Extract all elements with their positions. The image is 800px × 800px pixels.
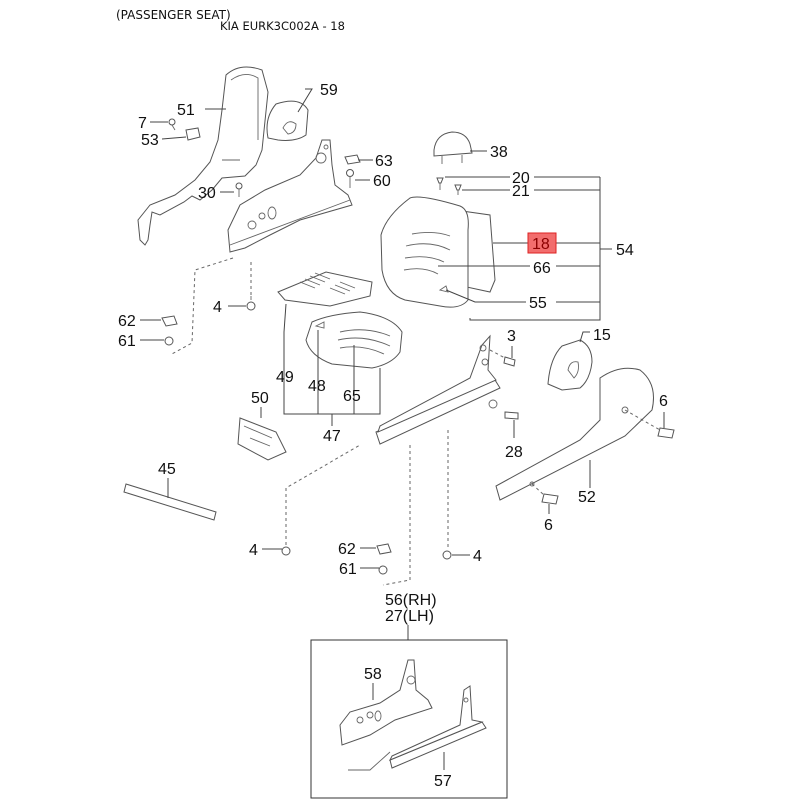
callout-60[interactable]: 60 [373, 173, 391, 190]
part-15-shape [547, 339, 593, 391]
callout-48[interactable]: 48 [308, 378, 326, 395]
part-52-shape [495, 367, 654, 501]
callout-6-bottom[interactable]: 6 [544, 517, 553, 534]
part-6b-shape [541, 493, 559, 505]
part-62b-shape [376, 543, 392, 555]
callout-62-upper[interactable]: 62 [118, 313, 136, 330]
part-30-shape [235, 182, 243, 197]
part-4c-shape [442, 550, 452, 560]
callout-4-upper[interactable]: 4 [213, 299, 222, 316]
callout-58[interactable]: 58 [364, 666, 382, 683]
part-38-shape [433, 131, 473, 164]
dashed-connectors [169, 257, 661, 586]
callout-66[interactable]: 66 [533, 260, 551, 277]
callout-53[interactable]: 53 [141, 132, 159, 149]
part-60-shape [346, 169, 354, 188]
callout-54[interactable]: 54 [616, 242, 634, 259]
part-7-shape [168, 118, 176, 131]
seat-cushion-shape [305, 311, 403, 369]
seat-track-assembly-shape [339, 659, 487, 771]
part-51-shape [137, 66, 269, 246]
seat-rail-shape [375, 334, 501, 445]
part-61b-shape [378, 565, 388, 575]
part-50-shape [237, 417, 287, 461]
part-45-shape [123, 483, 217, 521]
callout-62-lower[interactable]: 62 [338, 541, 356, 558]
callout-3[interactable]: 3 [507, 328, 516, 345]
leader-lines [140, 88, 665, 770]
callout-15[interactable]: 15 [593, 327, 611, 344]
part-20-shape [436, 177, 444, 190]
callout-6-right[interactable]: 6 [659, 393, 668, 410]
callout-61-upper[interactable]: 61 [118, 333, 136, 350]
callout-65[interactable]: 65 [343, 388, 361, 405]
part-3-shape [503, 356, 516, 367]
diagram-code: KIA EURK3C002A - 18 [220, 19, 345, 33]
part-4a-shape [246, 296, 256, 311]
diagram-title: (PASSENGER SEAT) [116, 8, 231, 22]
callout-51[interactable]: 51 [177, 102, 195, 119]
callout-45[interactable]: 45 [158, 461, 176, 478]
part-61a-shape [164, 336, 174, 346]
part-4b-shape [281, 546, 291, 556]
callout-63[interactable]: 63 [375, 153, 393, 170]
callout-47[interactable]: 47 [323, 428, 341, 445]
callout-52[interactable]: 52 [578, 489, 596, 506]
callout-56-rh[interactable]: 56(RH) [385, 592, 437, 609]
part-53-shape [185, 127, 201, 141]
callout-50[interactable]: 50 [251, 390, 269, 407]
callout-38[interactable]: 38 [490, 144, 508, 161]
part-62a-shape [161, 315, 178, 327]
callout-7[interactable]: 7 [138, 115, 147, 132]
callout-4-lower-left[interactable]: 4 [249, 542, 258, 559]
highlight-part-18-box [527, 232, 557, 254]
callout-55[interactable]: 55 [529, 295, 547, 312]
part-63-shape [344, 154, 361, 165]
part-28-shape [504, 411, 519, 420]
callout-27-lh[interactable]: 27(LH) [385, 608, 434, 625]
callout-59[interactable]: 59 [320, 82, 338, 99]
callout-61-lower[interactable]: 61 [339, 561, 357, 578]
callout-57[interactable]: 57 [434, 773, 452, 790]
seat-track-assembly-box [310, 639, 508, 799]
part-21-shape [454, 184, 462, 195]
part-6a-shape [657, 427, 675, 439]
recliner-bracket-shape [227, 139, 353, 253]
callout-49[interactable]: 49 [276, 369, 294, 386]
seat-back-shape [380, 196, 496, 308]
callout-28[interactable]: 28 [505, 444, 523, 461]
callout-21[interactable]: 21 [512, 183, 530, 200]
callout-4-lower-right[interactable]: 4 [473, 548, 482, 565]
part-59-shape [266, 100, 309, 141]
callout-20[interactable]: 20 [512, 170, 530, 187]
callout-30[interactable]: 30 [198, 185, 216, 202]
part-49-shape [277, 271, 373, 307]
callout-18[interactable]: 18 [532, 236, 550, 253]
